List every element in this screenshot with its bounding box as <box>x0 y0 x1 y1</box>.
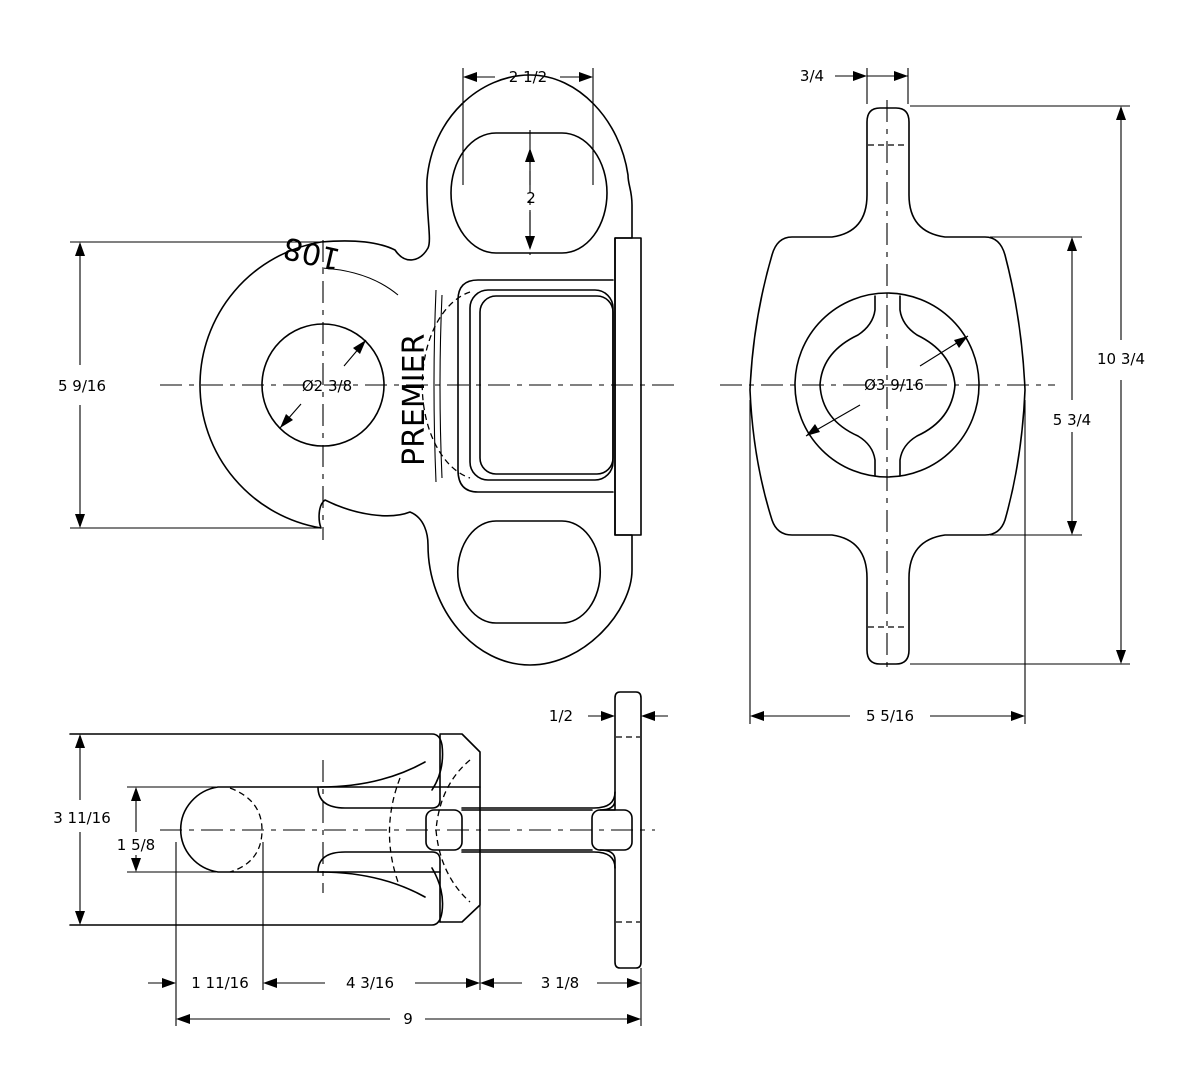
front-rib-line-2 <box>439 294 443 479</box>
top-view-neck-lower <box>317 851 441 923</box>
dim-label-1-2: 1/2 <box>549 707 573 725</box>
front-marking-arc <box>321 267 399 296</box>
dim-label-2-1-2: 2 1/2 <box>509 68 547 86</box>
front-recess-outer <box>457 279 614 493</box>
front-view-dimensions: 2 1/2 2 5 9/16 Ø2 3/8 <box>58 68 594 529</box>
dim-label-2: 2 <box>526 189 536 207</box>
front-rib-line-1 <box>433 289 437 483</box>
top-view-hidden-arc-1 <box>388 777 401 883</box>
front-view-outline <box>199 74 633 666</box>
dim-label-1-11-16: 1 11/16 <box>191 974 249 992</box>
top-view-hidden-sphere <box>229 787 263 873</box>
dim-label-10-3-4: 10 3/4 <box>1097 350 1145 368</box>
dim-label-9: 9 <box>403 1010 413 1028</box>
dim-label-3-1-8: 3 1/8 <box>541 974 579 992</box>
top-view-vertical-plate <box>599 691 642 969</box>
top-view-flare-lower <box>319 871 426 898</box>
dim-label-5-3-4: 5 3/4 <box>1053 411 1091 429</box>
top-view-flare-upper <box>319 761 426 788</box>
dim-label-5-9-16: 5 9/16 <box>58 377 106 395</box>
front-view <box>160 74 680 666</box>
side-view-outline <box>749 107 1026 665</box>
top-view-dimensions: 1/2 3 11/16 1 5/8 1 11/16 4 3/16 <box>53 707 668 1028</box>
front-bottom-slot <box>457 520 601 624</box>
brand-marking: PREMIER <box>397 334 432 466</box>
front-flange-plate <box>614 237 642 536</box>
top-view-lower-flange <box>69 867 444 926</box>
top-view <box>69 691 655 969</box>
top-view-hidden-arc-2 <box>435 759 471 903</box>
dim-label-4-3-16: 4 3/16 <box>346 974 394 992</box>
side-view-dimensions: 3/4 10 3/4 5 3/4 Ø3 9/16 5 5/16 <box>749 67 1145 725</box>
dim-label-5-5-16: 5 5/16 <box>866 707 914 725</box>
side-view <box>720 100 1055 672</box>
model-marking: 108 <box>280 229 344 276</box>
dim-label-3-11-16: 3 11/16 <box>53 809 111 827</box>
top-view-neck-upper <box>317 734 441 809</box>
dim-label-1-5-8: 1 5/8 <box>117 836 155 854</box>
front-top-slot <box>450 132 608 254</box>
dim-label-dia-3-9-16: Ø3 9/16 <box>864 376 924 394</box>
dim-label-3-4: 3/4 <box>800 67 824 85</box>
top-view-upper-flange <box>69 733 481 923</box>
dim-label-dia-2-3-8: Ø2 3/8 <box>302 377 352 395</box>
